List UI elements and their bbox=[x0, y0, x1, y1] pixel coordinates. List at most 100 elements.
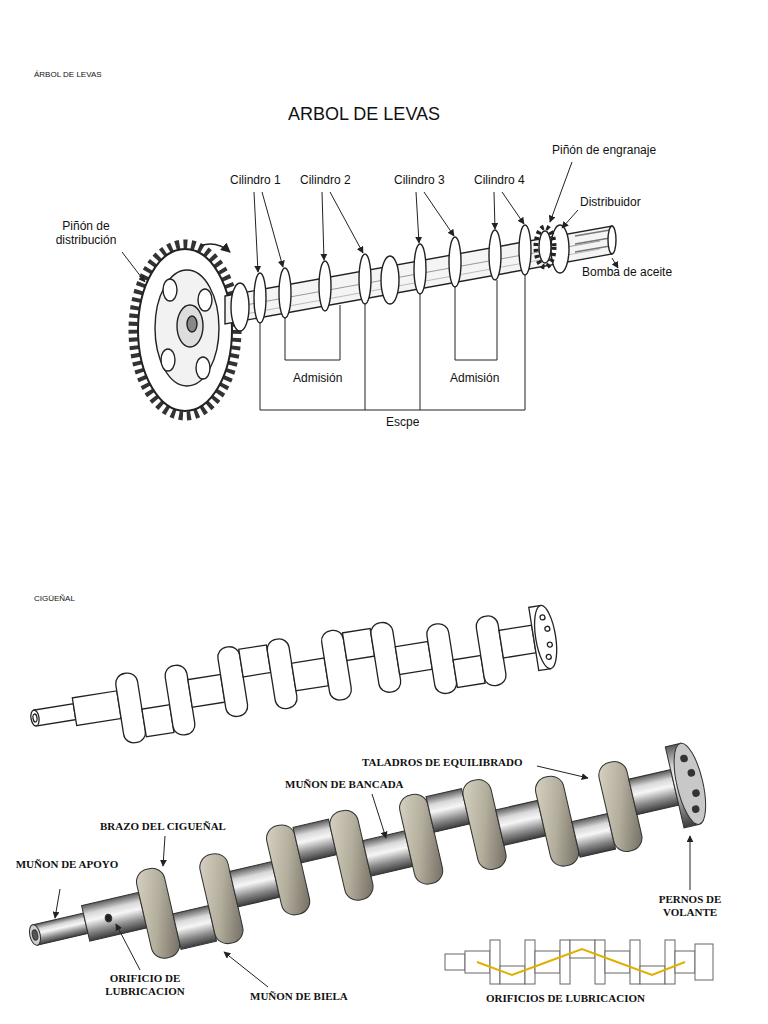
part-label: PERNOS DE VOLANTE bbox=[640, 893, 740, 918]
camshaft-part bbox=[536, 227, 554, 267]
part-label: BRAZO DEL CIGUEÑAL bbox=[100, 820, 226, 833]
camshaft-part bbox=[161, 349, 175, 371]
lubrication-schematic-part bbox=[525, 940, 535, 984]
crankshaft-shaded-part bbox=[692, 789, 700, 797]
camshaft-part bbox=[138, 249, 232, 411]
leader-lines-part bbox=[163, 836, 165, 866]
part-label: Admisión bbox=[293, 372, 342, 386]
camshaft-part bbox=[133, 244, 237, 416]
part-label: Cilindro 2 bbox=[300, 174, 351, 188]
crankshaft-outline-part bbox=[34, 704, 76, 726]
part-label: Distribuidor bbox=[580, 196, 641, 210]
part-label: Bomba de aceite bbox=[582, 266, 672, 280]
camshaft-part bbox=[489, 230, 501, 280]
part-label: MUÑON DE APOYO bbox=[12, 858, 122, 871]
lubrication-schematic-part bbox=[490, 940, 500, 984]
leader-lines-part bbox=[254, 192, 258, 272]
part-label: Piñón de engranaje bbox=[552, 144, 656, 158]
leader-lines-part bbox=[537, 766, 588, 778]
crankshaft-outline-part bbox=[544, 626, 550, 632]
leader-lines-part bbox=[420, 294, 421, 410]
part-label: MUÑON DE BANCADA bbox=[285, 778, 404, 791]
camshaft-part bbox=[254, 273, 266, 323]
camshaft bbox=[133, 225, 616, 416]
camshaft-part bbox=[177, 305, 203, 347]
lubrication-schematic-part bbox=[560, 940, 570, 984]
part-label: Escpe bbox=[386, 416, 419, 430]
camshaft-part bbox=[381, 256, 399, 304]
lubrication-schematic-part bbox=[630, 940, 640, 984]
leader-lines-part bbox=[116, 924, 140, 970]
crankshaft-outline-part bbox=[32, 714, 37, 723]
crankshaft-outline-part bbox=[546, 654, 552, 660]
camshaft-part bbox=[155, 270, 219, 386]
camshaft-part bbox=[575, 246, 610, 252]
leader-lines-part bbox=[55, 889, 60, 918]
lubrication-schematic-part bbox=[695, 944, 713, 980]
leader-lines-part bbox=[224, 952, 268, 987]
camshaft-part bbox=[279, 268, 291, 318]
lubrication-schematic-part bbox=[477, 949, 685, 975]
camshaft-part bbox=[200, 244, 230, 252]
part-label: ORIFICIOS DE LUBRICACION bbox=[486, 992, 645, 1005]
crankshaft-shaded-part bbox=[31, 929, 38, 940]
camshaft-part bbox=[608, 226, 616, 254]
leader-lines-part bbox=[262, 192, 283, 267]
diagram-title: ARBOL DE LEVAS bbox=[288, 104, 440, 125]
camshaft-part bbox=[575, 230, 610, 236]
crankshaft-shaded-part bbox=[230, 862, 280, 907]
camshaft-part bbox=[163, 279, 177, 301]
crankshaft-outline-part bbox=[547, 642, 553, 648]
leader-lines-part bbox=[365, 304, 366, 410]
part-label: TALADROS DE EQUILIBRADO bbox=[362, 756, 523, 769]
page-heading: CIGÜEÑAL bbox=[34, 594, 75, 603]
crankshaft-shaded-part bbox=[82, 892, 147, 941]
leader-lines bbox=[122, 162, 618, 410]
leader-lines-part bbox=[322, 192, 324, 260]
camshaft-part bbox=[575, 238, 610, 244]
crankshaft-outline-part bbox=[499, 625, 536, 658]
leader-lines-part bbox=[416, 192, 419, 243]
camshaft-part bbox=[519, 225, 531, 275]
leader-lines-part bbox=[330, 192, 363, 253]
crankshaft-shaded-part bbox=[680, 755, 688, 763]
lubrication-schematic-part bbox=[665, 940, 675, 984]
camshaft-part bbox=[414, 244, 426, 294]
crankshaft-shaded-part bbox=[104, 914, 112, 923]
leader-lines-part bbox=[372, 794, 386, 838]
crankshaft-outline-part bbox=[30, 709, 40, 726]
camshaft-part bbox=[196, 357, 210, 379]
crankshaft-shaded-part bbox=[363, 831, 413, 876]
part-label: Cilindro 4 bbox=[474, 174, 525, 188]
crankshaft-shaded-part bbox=[668, 740, 712, 827]
camshaft-part bbox=[198, 289, 212, 311]
crankshaft-shaded-part bbox=[33, 913, 88, 945]
camshaft-part bbox=[539, 231, 551, 263]
leader-lines-part bbox=[494, 192, 495, 229]
camshaft-part bbox=[449, 237, 461, 287]
crankshaft-outline-part bbox=[453, 656, 485, 688]
part-label: Piñón de distribución bbox=[44, 220, 128, 248]
part-label: Cilindro 1 bbox=[230, 174, 281, 188]
crankshaft-shaded-part bbox=[496, 800, 546, 845]
crankshaft-outline-part bbox=[142, 705, 174, 737]
leader-lines-part bbox=[122, 252, 145, 282]
camshaft-part bbox=[359, 254, 371, 304]
leader-lines-part bbox=[455, 280, 497, 360]
crankshaft-outline-part bbox=[531, 604, 561, 670]
crankshaft-shaded-part bbox=[687, 769, 695, 777]
part-label: Admisión bbox=[450, 372, 499, 386]
leader-lines-part bbox=[424, 192, 454, 236]
leader-lines-part bbox=[260, 275, 525, 410]
lubrication-schematic-part bbox=[445, 954, 465, 970]
crankshaft-outline-part bbox=[292, 658, 329, 691]
crankshaft-outline-part bbox=[395, 642, 432, 675]
crankshaft-outline-part bbox=[72, 691, 121, 726]
leader-lines-part bbox=[562, 210, 578, 228]
leader-lines-part bbox=[285, 305, 340, 360]
page-heading: ÁRBOL DE LEVAS bbox=[34, 70, 102, 79]
crankshaft-shaded-part bbox=[629, 770, 679, 815]
crankshaft-outline bbox=[25, 596, 562, 758]
camshaft-part bbox=[231, 283, 249, 331]
